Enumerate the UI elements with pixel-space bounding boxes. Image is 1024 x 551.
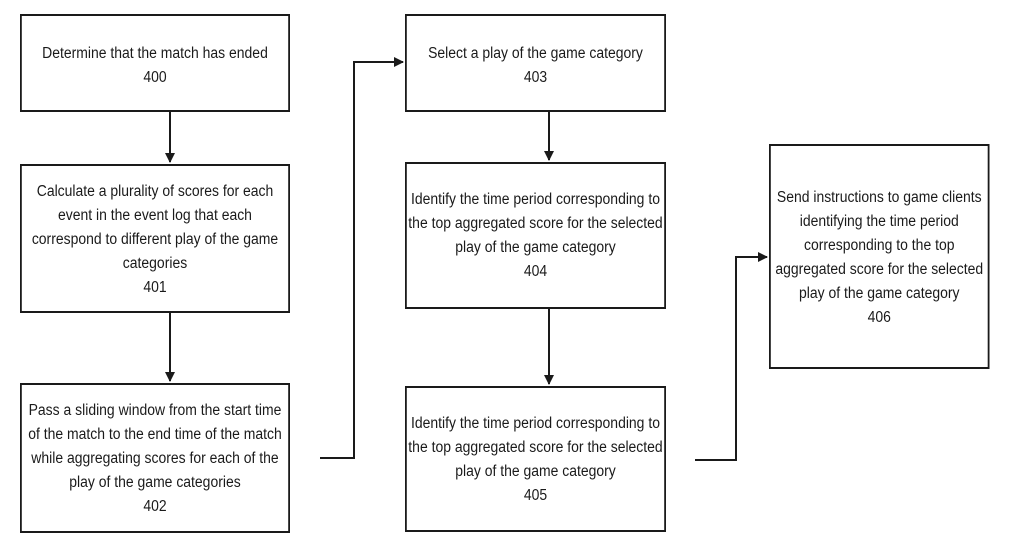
arrow-402-to-403	[320, 62, 403, 458]
step-number-405: 405	[524, 484, 547, 508]
step-text-402: Pass a sliding window from the start tim…	[28, 399, 282, 495]
step-number-401: 401	[143, 276, 166, 300]
step-text-405: Identify the time period corresponding t…	[408, 412, 662, 484]
step-box-404: Identify the time period corresponding t…	[405, 162, 666, 309]
step-number-403: 403	[524, 66, 547, 90]
step-number-404: 404	[524, 260, 547, 284]
step-text-404: Identify the time period corresponding t…	[408, 188, 662, 260]
step-box-402: Pass a sliding window from the start tim…	[20, 383, 290, 533]
step-box-405: Identify the time period corresponding t…	[405, 386, 666, 532]
step-number-400: 400	[143, 66, 166, 90]
step-box-401: Calculate a plurality of scores for each…	[20, 164, 290, 313]
step-number-402: 402	[143, 495, 166, 519]
step-box-400: Determine that the match has ended 400	[20, 14, 290, 112]
step-box-406: Send instructions to game clients identi…	[769, 144, 990, 369]
arrow-405-to-406	[695, 257, 767, 460]
step-box-403: Select a play of the game category 403	[405, 14, 666, 112]
step-number-406: 406	[868, 306, 891, 330]
step-text-401: Calculate a plurality of scores for each…	[32, 180, 278, 276]
step-text-400: Determine that the match has ended	[42, 42, 268, 66]
step-text-406: Send instructions to game clients identi…	[775, 186, 983, 306]
step-text-403: Select a play of the game category	[428, 42, 643, 66]
